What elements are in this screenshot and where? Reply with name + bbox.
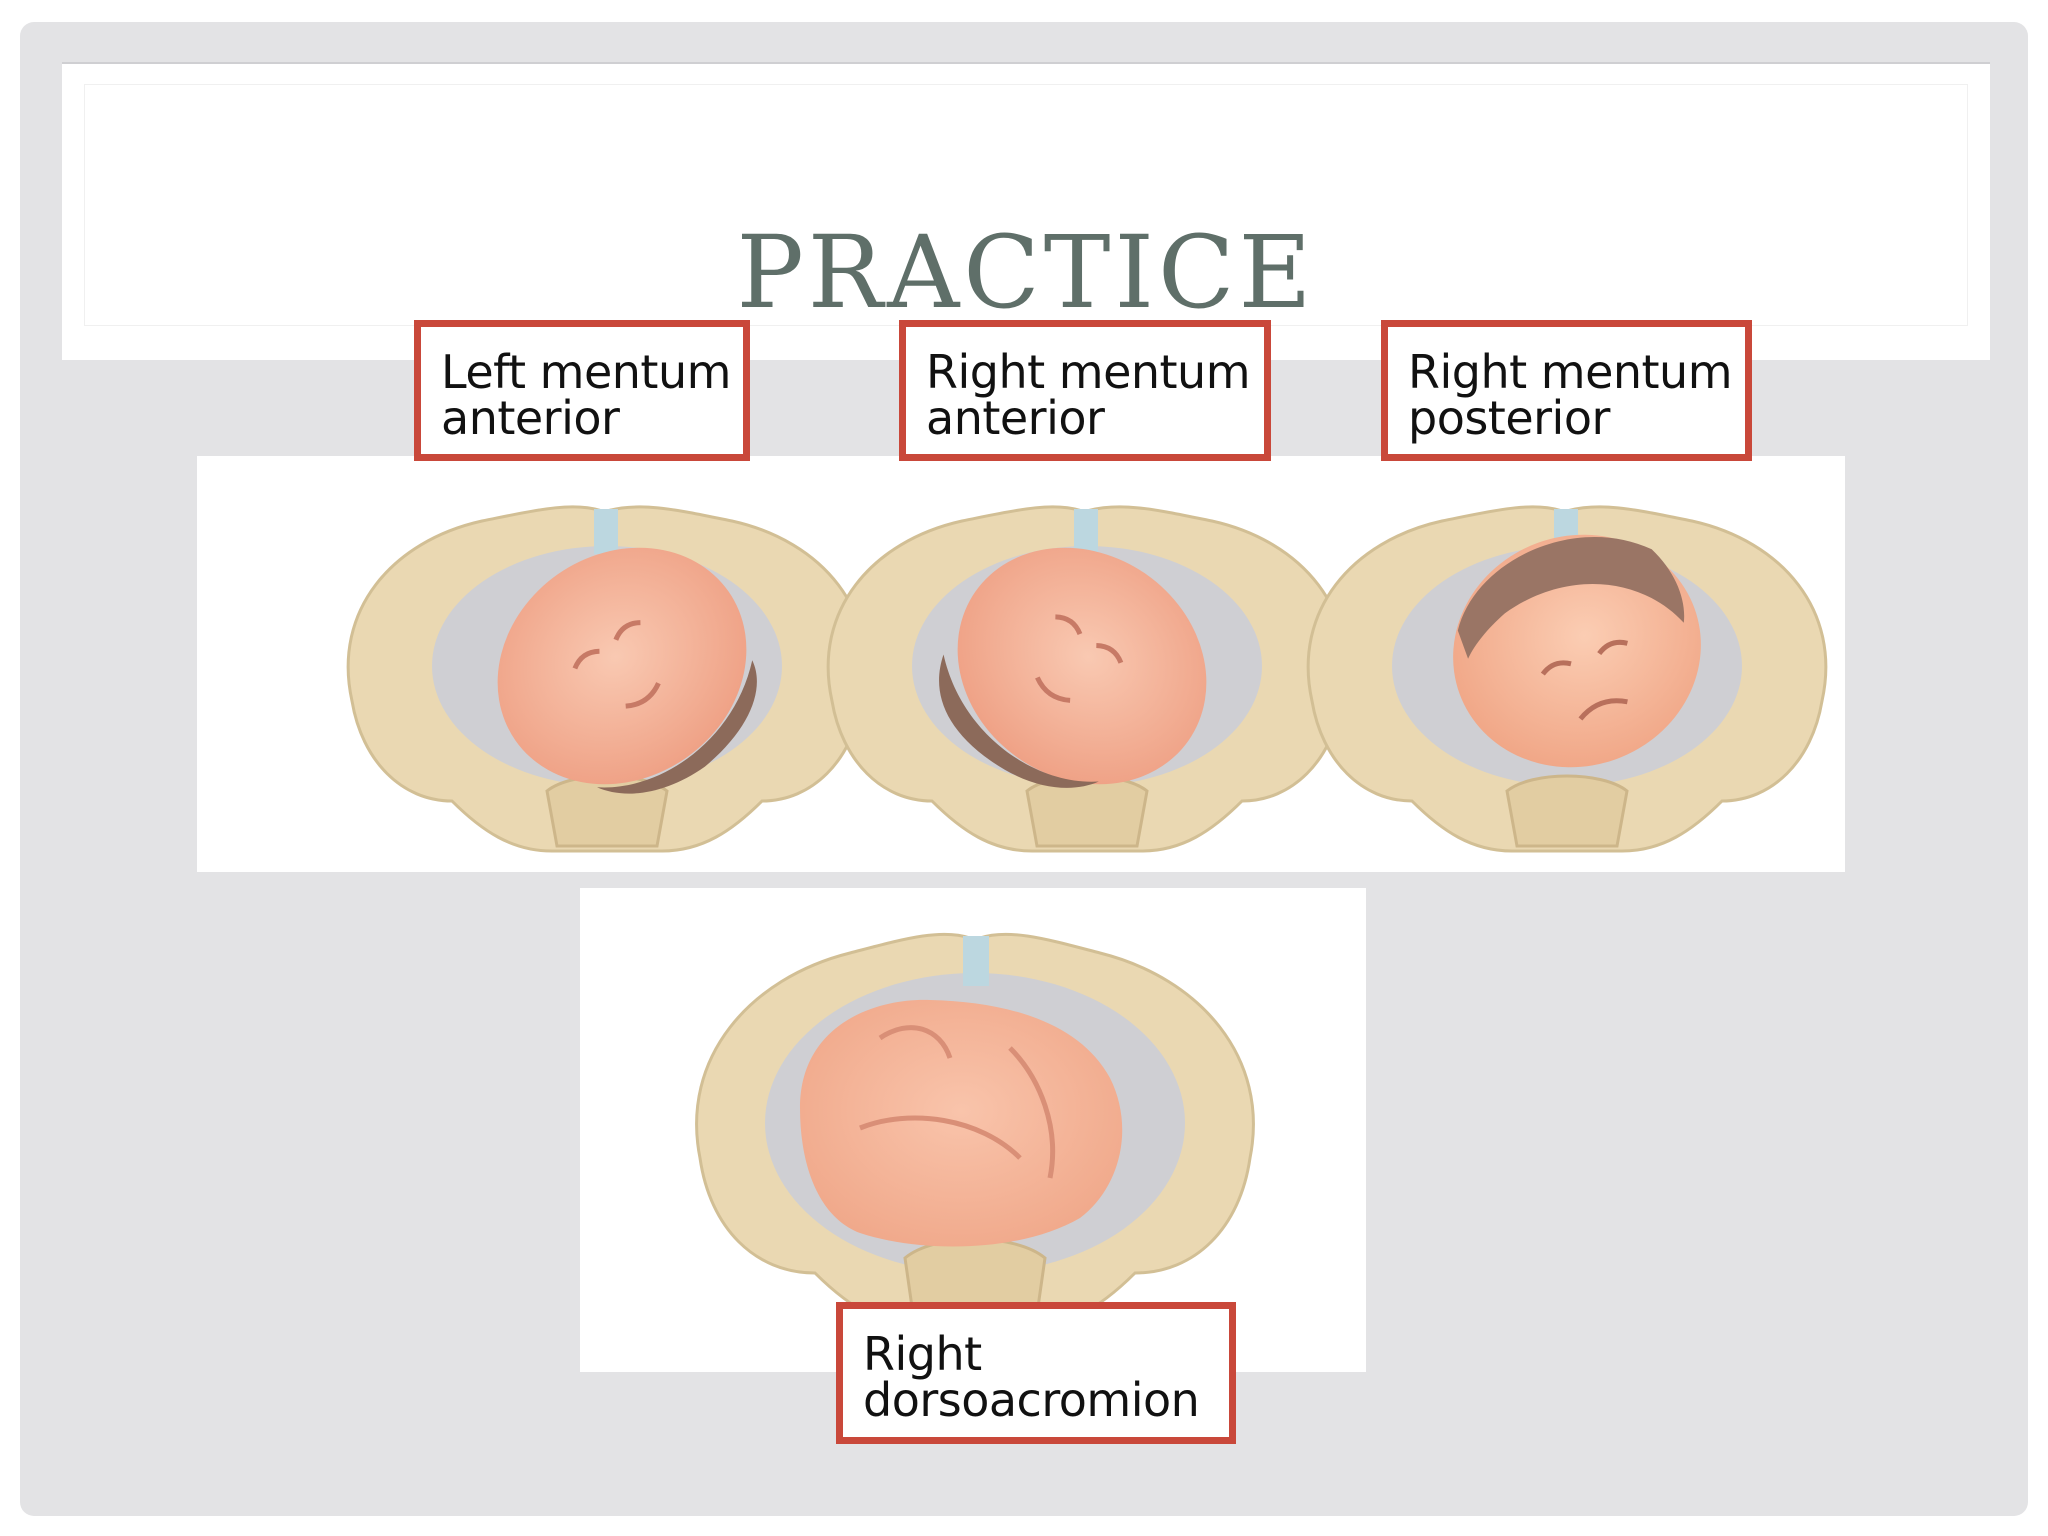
pelvis-right-mentum-anterior — [826, 505, 1348, 853]
fetal-head — [1453, 534, 1701, 768]
bottom-illustration-panel — [580, 888, 1366, 1372]
label-right-mentum-anterior: Right mentum anterior — [899, 320, 1271, 461]
pelvis-illustrations-top — [346, 505, 1828, 853]
fetal-head — [497, 547, 757, 794]
pelvis-right-dorsoacromion — [695, 932, 1255, 1335]
sacrum — [1505, 774, 1629, 848]
fetal-head — [939, 547, 1207, 788]
pelvis-illustration-bottom — [695, 932, 1255, 1335]
label-left-mentum-anterior: Left mentum anterior — [414, 320, 750, 461]
title-band: PRACTICE — [62, 62, 1990, 360]
symphysis — [963, 936, 989, 986]
symphysis — [594, 509, 618, 554]
sacrum — [1025, 774, 1149, 848]
label-right-mentum-posterior: Right mentum posterior — [1381, 320, 1752, 461]
pelvis-left-mentum-anterior — [346, 505, 868, 853]
slide-title: PRACTICE — [736, 214, 1316, 331]
label-right-dorsoacromion: Right dorsoacromion — [836, 1302, 1236, 1444]
symphysis — [1074, 509, 1098, 554]
pelvis-right-mentum-posterior — [1306, 505, 1828, 853]
top-illustration-panel — [197, 456, 1845, 872]
